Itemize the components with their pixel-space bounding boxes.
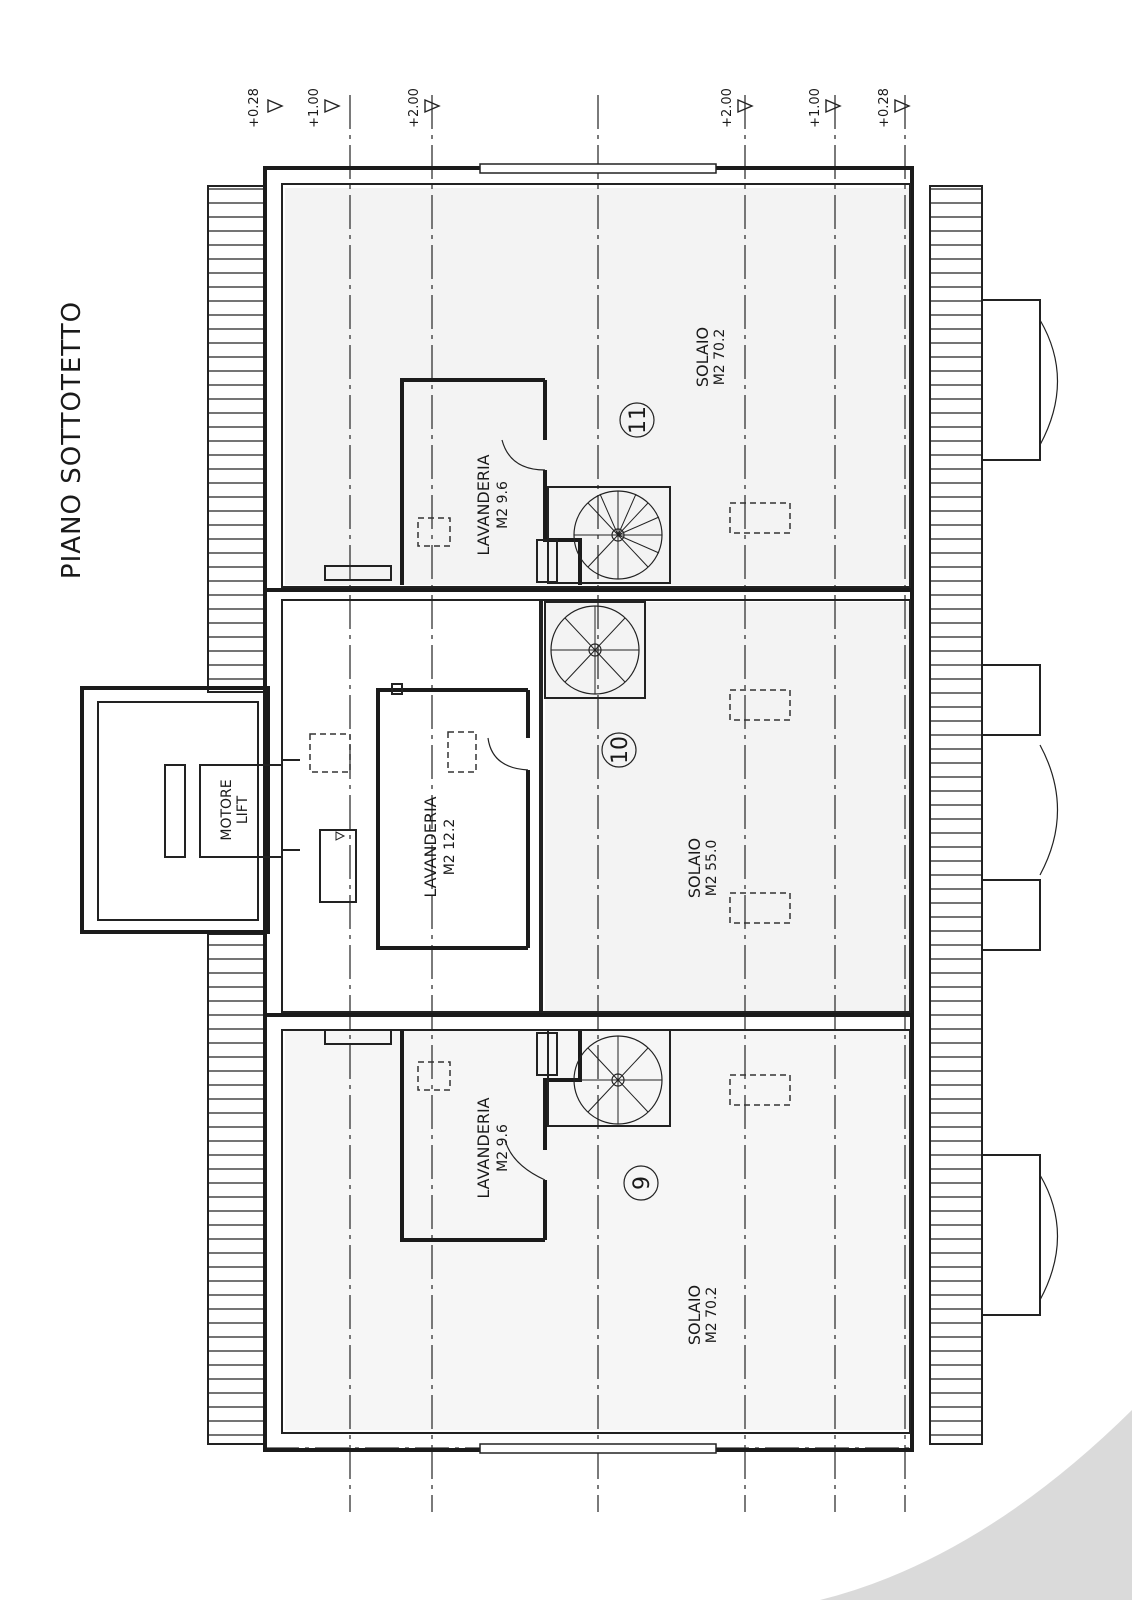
spiral-stair-11	[536, 486, 671, 584]
room-area-lavanderia-center: M2 12.2	[442, 819, 458, 876]
svg-text:9: 9	[630, 1176, 655, 1190]
lift-tower	[80, 686, 357, 934]
level-label-6: +0.28	[877, 88, 892, 128]
room-label-lavanderia-bottom: LAVANDERIA	[474, 1097, 493, 1198]
marker-9: 9	[623, 1165, 659, 1201]
room-area-solaio-bottom: M2 70.2	[704, 1287, 720, 1344]
room-label-solaio-top: SOLAIO	[693, 327, 712, 387]
spiral-stair-10	[544, 601, 646, 699]
building-walls	[263, 163, 914, 1454]
room-area-lavanderia-bottom: M2 9.6	[495, 1124, 511, 1172]
lavanderia-center	[309, 683, 530, 950]
level-markers	[267, 98, 911, 114]
lavanderia-top	[324, 378, 582, 585]
room-label-solaio-center: SOLAIO	[685, 838, 704, 898]
room-label-lavanderia-center: LAVANDERIA	[421, 796, 440, 897]
scan-shadow	[820, 1410, 1132, 1600]
grid-axes	[265, 95, 912, 1512]
motore-lift-line1: MOTORE	[219, 779, 235, 840]
level-label-5: +1.00	[808, 88, 823, 128]
level-label-1: +0.28	[247, 88, 262, 128]
plan-title: PIANO SOTTOTETTO	[57, 301, 87, 579]
balcony-bays	[981, 299, 1059, 1316]
spiral-stair-9	[536, 1029, 671, 1127]
level-label-3: +2.00	[407, 88, 422, 128]
room-label-lavanderia-top: LAVANDERIA	[474, 454, 493, 555]
level-label-4: +2.00	[720, 88, 735, 128]
svg-text:11: 11	[626, 406, 651, 434]
room-area-solaio-top: M2 70.2	[712, 329, 728, 386]
marker-10: 10	[601, 732, 637, 768]
lavanderia-bottom	[324, 1029, 582, 1242]
marker-11: 11	[619, 402, 655, 438]
room-area-solaio-center: M2 55.0	[704, 840, 720, 897]
skylights	[729, 502, 791, 1106]
svg-text:10: 10	[608, 736, 633, 764]
motore-lift-line2: LIFT	[235, 795, 251, 824]
level-label-2: +1.00	[307, 88, 322, 128]
roof-tiles-right	[929, 185, 983, 1445]
room-label-solaio-bottom: SOLAIO	[685, 1285, 704, 1345]
roof-tiles-left	[207, 185, 267, 1445]
room-area-lavanderia-top: M2 9.6	[495, 481, 511, 529]
